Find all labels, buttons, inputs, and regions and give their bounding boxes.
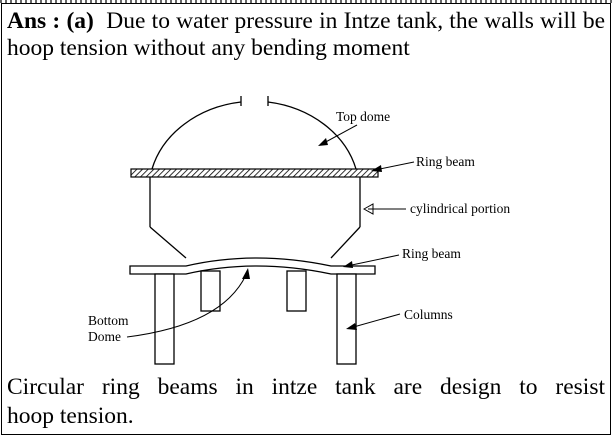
top-ring-beam <box>130 168 379 178</box>
label-cylindrical-portion: cylindrical portion <box>410 201 510 216</box>
column-4 <box>336 273 357 365</box>
answer-text: Due to water pressure in Intze tank, the… <box>7 8 606 61</box>
arrow-top-dome <box>318 138 328 146</box>
conclusion-paragraph: Circular ring beams in intze tank are de… <box>7 373 605 431</box>
arrow-cylindrical-portion <box>362 203 374 215</box>
cone-left <box>149 226 187 259</box>
label-columns: Columns <box>404 307 453 322</box>
column-1 <box>154 273 175 365</box>
arrow-ring-beam-bottom <box>343 261 353 268</box>
label-bottom-dome-line2: Dome <box>88 329 121 344</box>
answer-option: (a) <box>66 8 94 34</box>
answer-paragraph: Ans : (a) Due to water pressure in Intze… <box>7 8 605 62</box>
conclusion-line-2: hoop tension. <box>7 403 134 429</box>
answer-label: Ans : <box>7 8 61 34</box>
top-border-strip <box>0 0 614 3</box>
cone-right <box>330 226 361 259</box>
top-dome <box>151 101 357 170</box>
arrow-ring-beam-top <box>371 165 382 172</box>
label-ring-beam-top: Ring beam <box>416 154 475 169</box>
answer-box <box>1 3 611 435</box>
label-bottom-dome-line1: Bottom <box>88 313 129 328</box>
column-3 <box>286 270 307 312</box>
arrow-columns <box>346 323 357 330</box>
conclusion-line-1: Circular ring beams in intze tank are de… <box>7 374 605 400</box>
arrow-bottom-dome <box>242 268 250 279</box>
label-ring-beam-bottom: Ring beam <box>402 246 461 261</box>
bottom-ring-beam <box>129 257 376 275</box>
column-2 <box>200 270 221 312</box>
label-top-dome: Top dome <box>336 109 390 124</box>
